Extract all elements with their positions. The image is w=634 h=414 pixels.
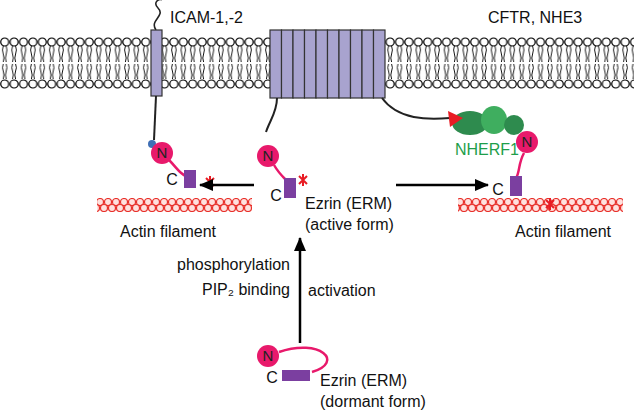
n-terminus-label: N	[257, 145, 279, 167]
molecule-label: Ezrin (ERM) (active form)	[305, 193, 420, 235]
annotation-label: phosphorylation PIP₂ binding	[168, 252, 290, 302]
annotation-label: NHERF1	[455, 140, 519, 160]
n-terminus-label: N	[257, 345, 279, 367]
tm-helix	[351, 30, 363, 98]
ezrin-molecule: NC	[148, 140, 200, 192]
tm-helix	[328, 30, 340, 98]
ezrin-c-domain	[510, 176, 522, 196]
c-terminus-label: C	[266, 369, 278, 387]
tm-helix	[282, 30, 294, 98]
tm-helix	[374, 30, 386, 98]
annotation-label: Actin filament	[515, 222, 611, 242]
ezrin-c-domain	[184, 170, 196, 188]
cftr-transmembrane	[270, 30, 385, 98]
pdz-domain	[481, 106, 507, 134]
transition-arrow	[200, 184, 254, 187]
phospho-mark	[546, 198, 554, 210]
c-terminus-label: C	[166, 171, 178, 189]
c-terminus-label: C	[492, 181, 504, 199]
actin-filament	[97, 198, 252, 212]
ezrin-molecule: NC	[488, 128, 540, 196]
edge-label: activation	[308, 279, 376, 303]
annotation-label: CFTR, NHE3	[488, 8, 582, 28]
tm-helix	[305, 30, 317, 98]
cftr-n-tail	[266, 98, 277, 132]
ezrin-c-domain	[284, 178, 296, 198]
ezrin-c-domain	[282, 370, 310, 381]
n-terminus-label: N	[151, 142, 173, 164]
n-terminus-label: N	[516, 131, 538, 153]
phospho-mark	[206, 176, 214, 188]
ezrin-molecule: NC Ezrin (ERM) (dormant form)	[254, 343, 444, 413]
molecule-label: Ezrin (ERM) (dormant form)	[320, 370, 438, 412]
ezrin-molecule: NCEzrin (ERM) (active form)	[254, 142, 396, 238]
tm-helix	[316, 30, 328, 98]
annotation-label: Actin filament	[120, 222, 216, 242]
icam-tail	[154, 96, 156, 140]
cftr-c-tail	[382, 98, 450, 119]
ezrin-linker	[274, 165, 286, 180]
phospho-mark	[299, 174, 307, 186]
c-terminus-label: C	[270, 187, 282, 205]
tm-helix	[362, 30, 374, 98]
pdz-motif	[448, 111, 463, 127]
ezrin-linker	[279, 348, 327, 372]
annotation-label: ICAM-1,-2	[170, 8, 243, 28]
transition-arrow	[396, 184, 488, 187]
icam-extracellular-domain	[154, 0, 162, 30]
tm-helix	[339, 30, 351, 98]
transition-arrow	[299, 238, 302, 343]
actin-filament	[458, 198, 623, 212]
tm-helix	[270, 30, 282, 98]
tm-helix	[293, 30, 305, 98]
icam-transmembrane	[151, 30, 162, 96]
